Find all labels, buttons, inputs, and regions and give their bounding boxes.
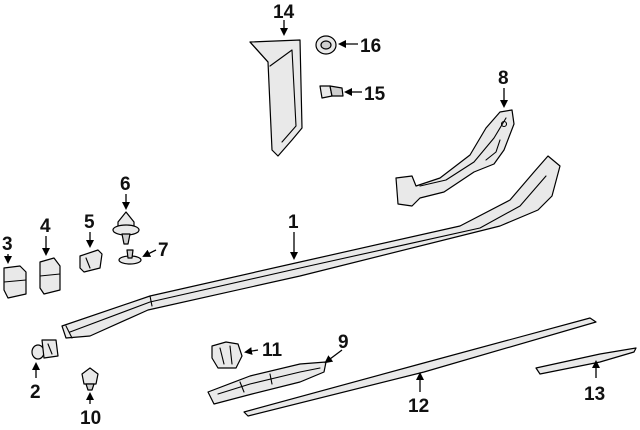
callout-5: 5 <box>84 212 95 233</box>
part-3-clip[interactable] <box>3 265 27 299</box>
part-5-clip[interactable] <box>79 249 103 273</box>
callout-13: 13 <box>584 384 605 405</box>
part-2-fastener[interactable] <box>31 339 59 360</box>
leader-lines <box>4 20 600 404</box>
part-15-screw[interactable] <box>319 85 344 99</box>
part-8-bracket[interactable] <box>395 109 515 207</box>
callout-12: 12 <box>408 396 429 417</box>
part-12-molding-strip[interactable] <box>243 317 597 417</box>
callout-16: 16 <box>360 36 381 57</box>
part-16-grommet[interactable] <box>315 35 337 55</box>
callout-8: 8 <box>498 68 509 89</box>
part-6-push-pin[interactable] <box>112 211 140 245</box>
callout-11: 11 <box>262 340 283 361</box>
callout-2: 2 <box>30 382 41 403</box>
part-10-push-clip[interactable] <box>81 367 99 391</box>
part-13-trim-strip[interactable] <box>535 347 637 375</box>
callout-1: 1 <box>288 212 299 233</box>
callout-4: 4 <box>40 216 51 237</box>
part-11-bracket-clip[interactable] <box>211 341 243 369</box>
callout-3: 3 <box>2 234 13 255</box>
callout-15: 15 <box>364 84 386 105</box>
callout-9: 9 <box>338 332 349 353</box>
part-9-mounting-bracket[interactable] <box>207 361 327 405</box>
callout-7: 7 <box>158 240 169 261</box>
part-4-clip[interactable] <box>39 257 61 295</box>
callout-10: 10 <box>80 408 101 429</box>
callout-6: 6 <box>120 174 131 195</box>
callout-14: 14 <box>273 2 295 23</box>
part-7-washer-clip[interactable] <box>118 249 142 265</box>
part-14-pillar-trim[interactable] <box>249 39 303 157</box>
part-1-rocker-molding[interactable] <box>61 155 561 339</box>
